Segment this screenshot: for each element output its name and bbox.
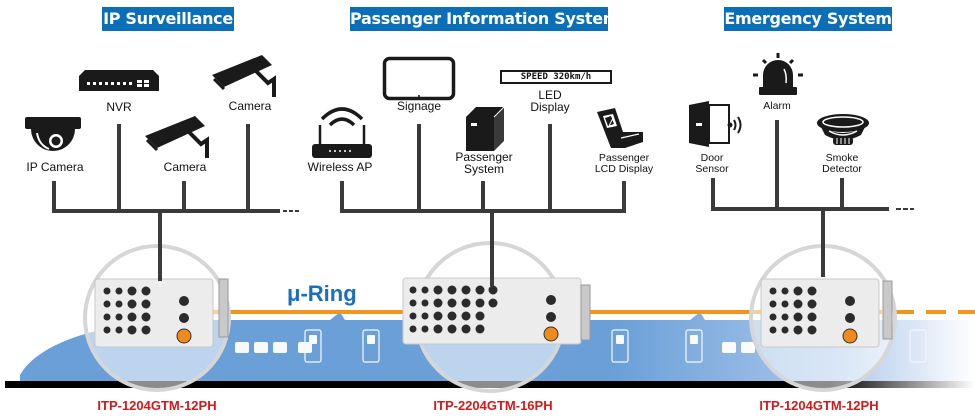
alarm-siren-icon [753,53,803,95]
drop-nvr [117,124,121,211]
ring-label: μ-Ring [287,281,357,306]
label-camera-1: Camera [163,160,207,174]
nvr-icon [79,70,159,91]
section-header-passenger-information: Passenger Information System [350,7,619,31]
door-sensor-icon [689,101,742,147]
switch-node-1[interactable] [82,243,232,393]
label-camera-2: Camera [228,99,272,113]
drop-ip-camera [52,181,56,211]
bus-dots-emergency [896,208,914,210]
led-display-text: SPEED 320km/h [520,72,592,82]
drop-smoke-detector [840,178,844,209]
led-display-icon: SPEED 320km/h [500,70,612,84]
bus-line-emergency [711,207,889,211]
drop-passenger-system [481,181,485,211]
trunk-pis [490,211,494,286]
switch-node-2[interactable] [402,240,591,395]
bus-dots-ip [283,210,299,212]
section-header-emergency-system: Emergency System [724,7,892,31]
model-label-switch-1: ITP-1204GTM-12PH [97,398,217,413]
switch-node-3[interactable] [748,243,898,393]
dome-camera-icon [25,117,81,151]
section-header-ip-surveillance: IP Surveillance [102,7,234,31]
train-windows [235,329,927,363]
server-box-icon [466,106,505,151]
wireless-router-icon [312,107,372,158]
label-wireless-ap: Wireless AP [307,160,373,174]
label-signage: Signage [396,99,442,113]
label-ip-camera: IP Camera [26,160,84,174]
model-label-switch-3: ITP-1204GTM-12PH [759,398,879,413]
drop-lcd-display [622,181,626,211]
bullet-camera-icon [212,55,276,97]
drop-alarm [775,120,779,209]
drop-signage [417,124,421,211]
model-label-switch-2: ITP-2204GTM-16PH [433,398,553,413]
trunk-ip [158,211,162,281]
drop-led-display [548,124,552,211]
trunk-emergency [821,209,825,277]
bus-line-pis [340,209,626,213]
drop-wireless-ap [340,181,344,211]
seat-lcd-icon [597,108,643,148]
drop-camera-2 [246,124,250,211]
drop-door-sensor [711,178,715,209]
label-nvr: NVR [106,100,132,114]
bus-line-ip [52,209,280,213]
bullet-camera-icon [145,116,209,158]
smoke-detector-icon [817,114,869,145]
label-alarm: Alarm [763,100,791,112]
drop-camera-1 [182,181,186,211]
signage-monitor-icon [382,56,456,101]
